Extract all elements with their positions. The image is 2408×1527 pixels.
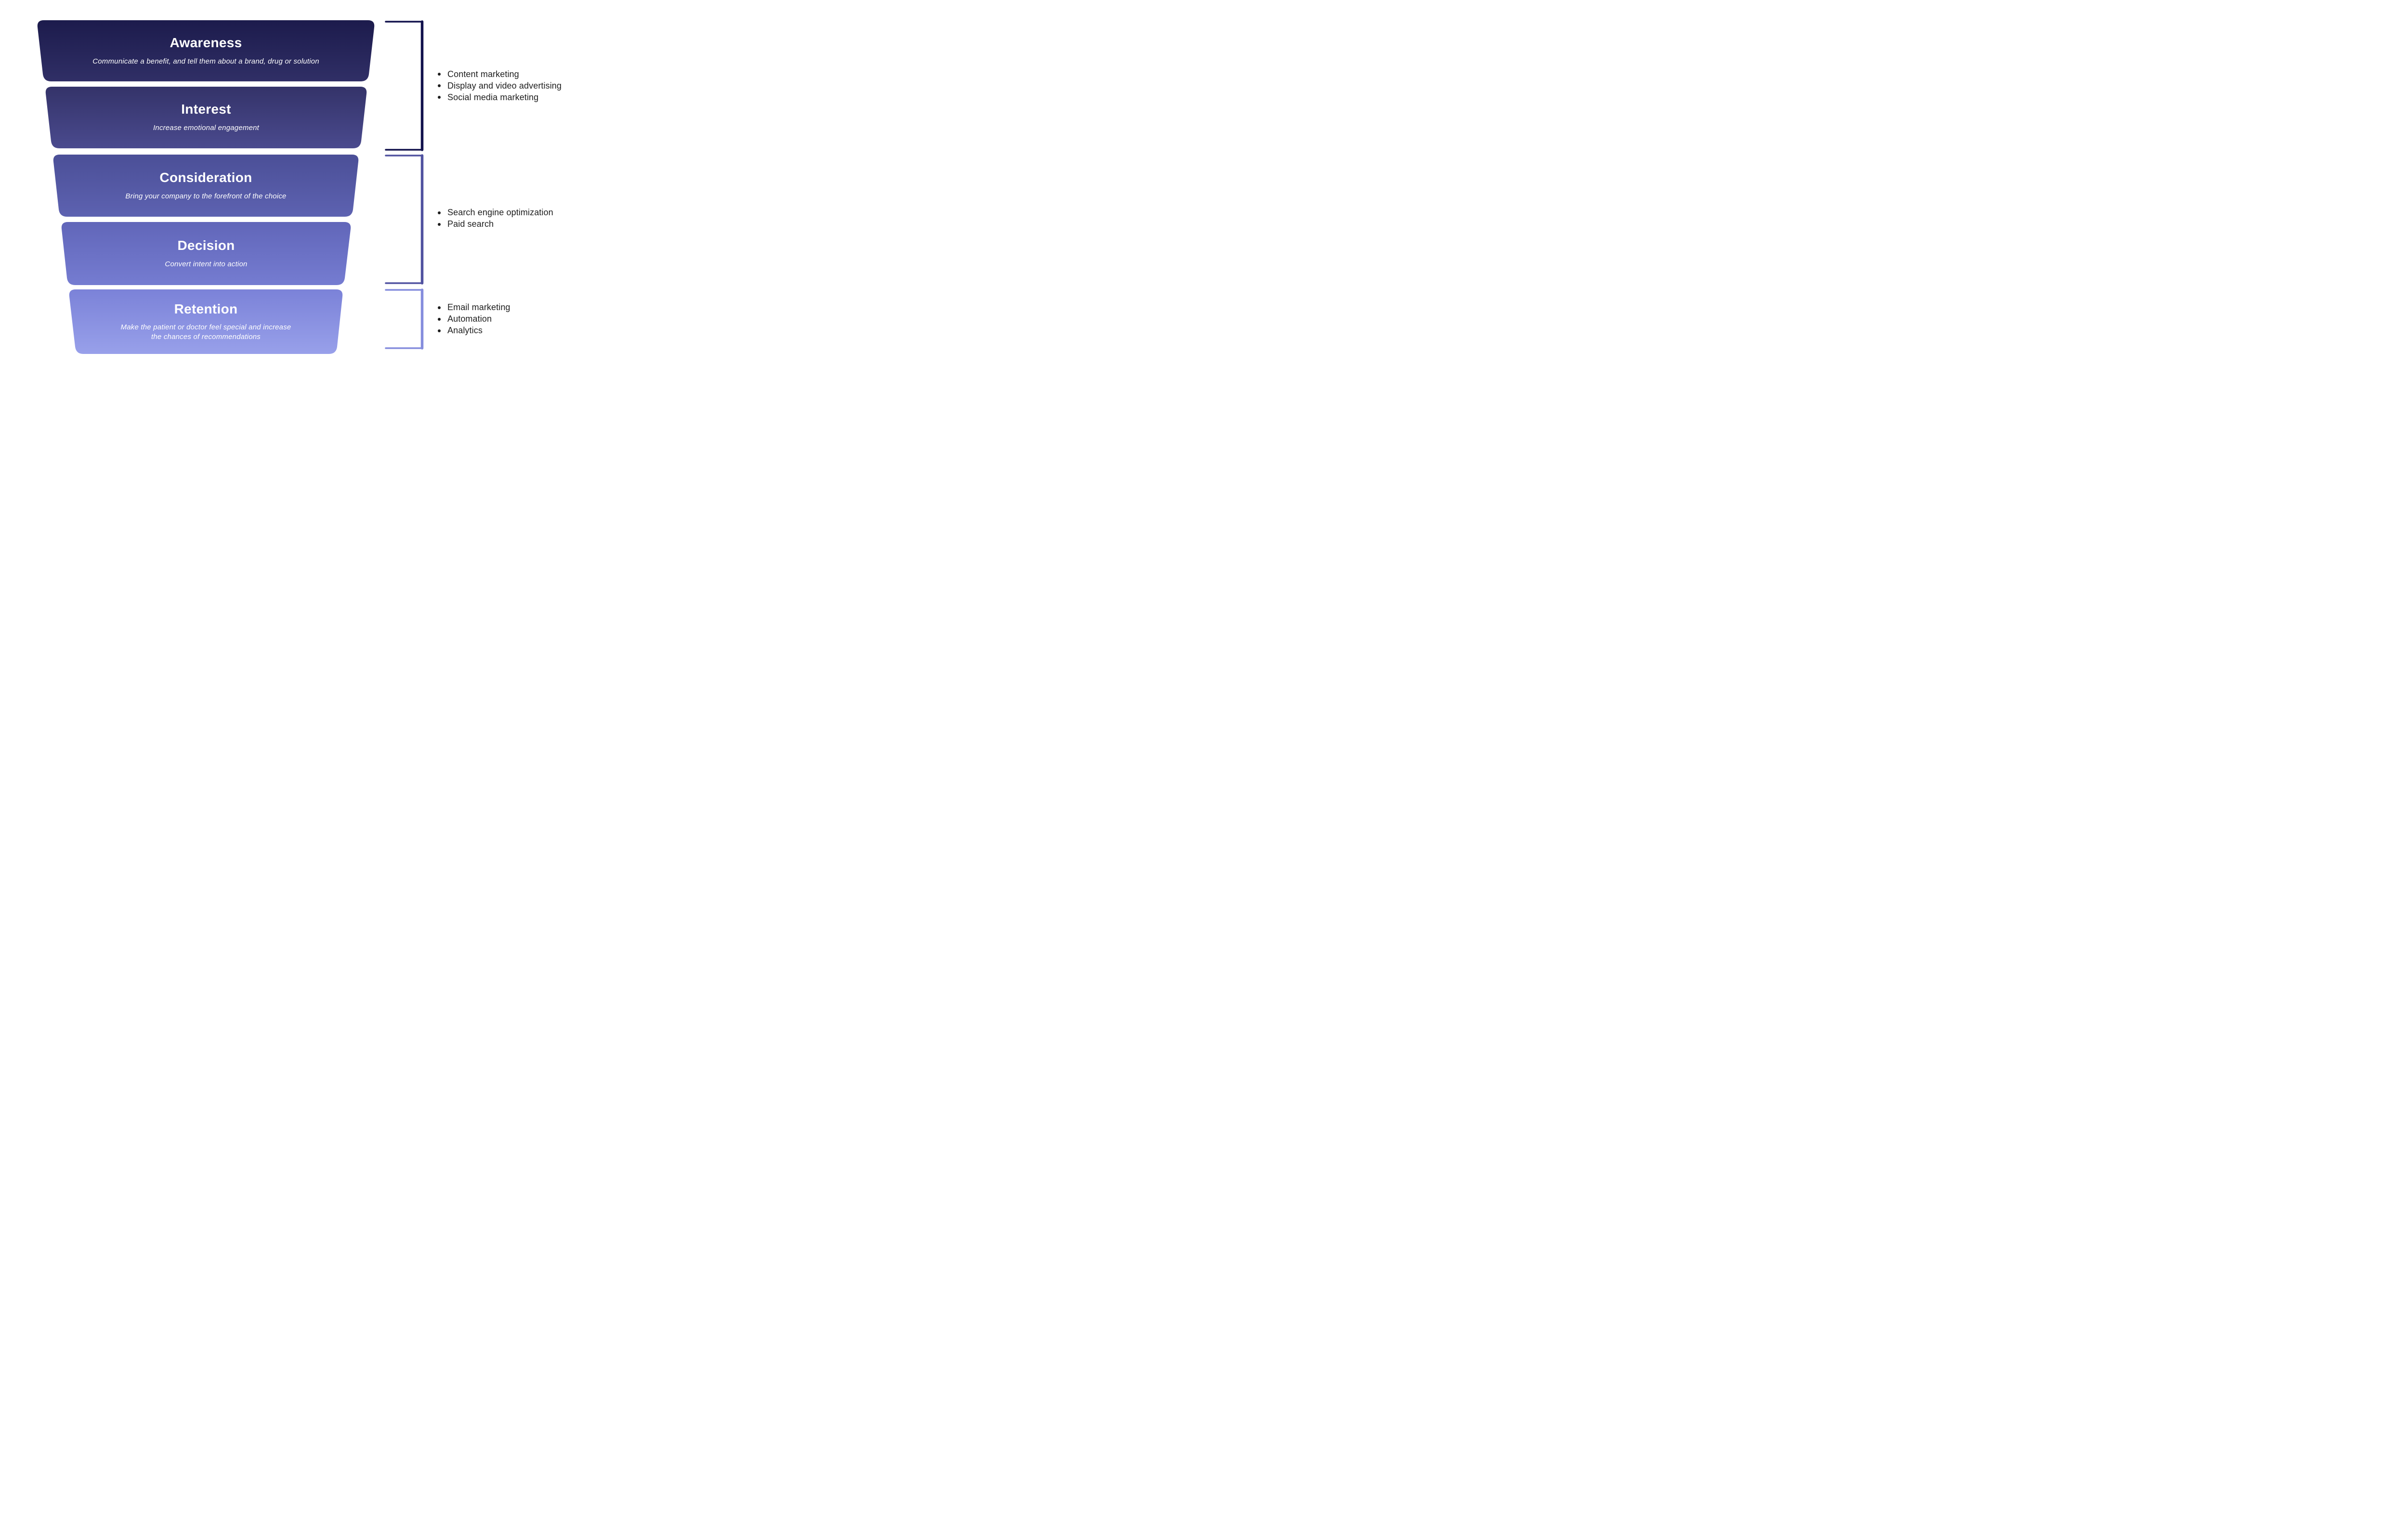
bullet-icon: [438, 222, 441, 226]
list-item-label: Social media marketing: [447, 92, 539, 102]
bullet-icon: [438, 96, 441, 99]
bullet-icon: [438, 317, 441, 321]
list-item: Automation: [436, 313, 580, 325]
funnel-stage-consideration-shape: [53, 155, 359, 217]
list-item-label: Content marketing: [447, 69, 519, 79]
list-item: Content marketing: [436, 68, 580, 80]
list-item: Email marketing: [436, 302, 580, 313]
funnel-stage-decision-shape: [61, 222, 351, 285]
list-item: Display and video advertising: [436, 80, 580, 91]
list-item-label: Paid search: [447, 219, 494, 229]
bracket-retention: [385, 288, 424, 350]
list-item: Social media marketing: [436, 91, 580, 103]
channel-list-awareness-interest: Content marketing Display and video adve…: [436, 21, 580, 151]
list-item: Analytics: [436, 325, 580, 337]
bullet-icon: [438, 329, 441, 332]
funnel-shapes-svg: [37, 20, 424, 354]
list-item-label: Display and video advertising: [447, 80, 562, 91]
list-item-label: Analytics: [447, 326, 483, 335]
bracket-awareness-interest: [385, 20, 424, 151]
list-item-label: Email marketing: [447, 302, 510, 312]
list-item-label: Search engine optimization: [447, 208, 553, 217]
list-item-label: Automation: [447, 314, 492, 324]
channel-list-consideration-decision: Search engine optimization Paid search: [436, 153, 580, 284]
funnel-stage-interest-shape: [45, 87, 367, 148]
bullet-icon: [438, 306, 441, 309]
bullet-icon: [438, 73, 441, 76]
marketing-funnel-diagram: Awareness Communicate a benefit, and tel…: [0, 0, 612, 382]
list-item: Paid search: [436, 219, 580, 230]
funnel-stage-awareness-shape: [37, 20, 375, 81]
list-item: Search engine optimization: [436, 207, 580, 219]
bullet-icon: [438, 84, 441, 87]
bracket-consideration-decision: [385, 154, 424, 285]
channel-list-retention: Email marketing Automation Analytics: [436, 288, 580, 350]
funnel-stage-retention-shape: [69, 289, 343, 354]
bullet-icon: [438, 211, 441, 214]
